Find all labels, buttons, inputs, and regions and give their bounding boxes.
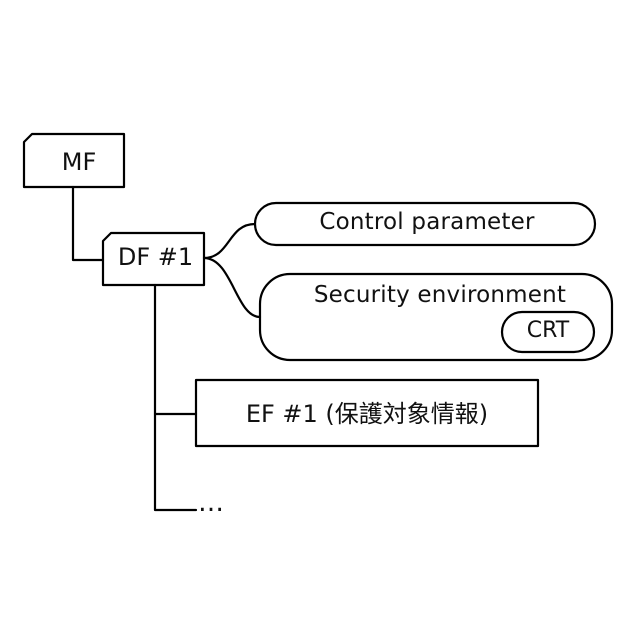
security-environment-label: Security environment bbox=[290, 284, 590, 307]
control-parameter-label: Control parameter bbox=[258, 211, 596, 234]
ellipsis-label: … bbox=[198, 490, 227, 516]
connector-df1-control-parameter bbox=[204, 224, 255, 258]
connector-mf-df1 bbox=[73, 187, 103, 260]
df1-label: DF #1 bbox=[108, 245, 203, 269]
crt-label: CRT bbox=[504, 320, 592, 342]
ef1-label: EF #1 (保護対象情報) bbox=[196, 402, 538, 426]
connector-df1-security-environment bbox=[204, 258, 260, 317]
mf-label: MF bbox=[54, 150, 104, 174]
connector-df1-trunk bbox=[155, 285, 196, 510]
